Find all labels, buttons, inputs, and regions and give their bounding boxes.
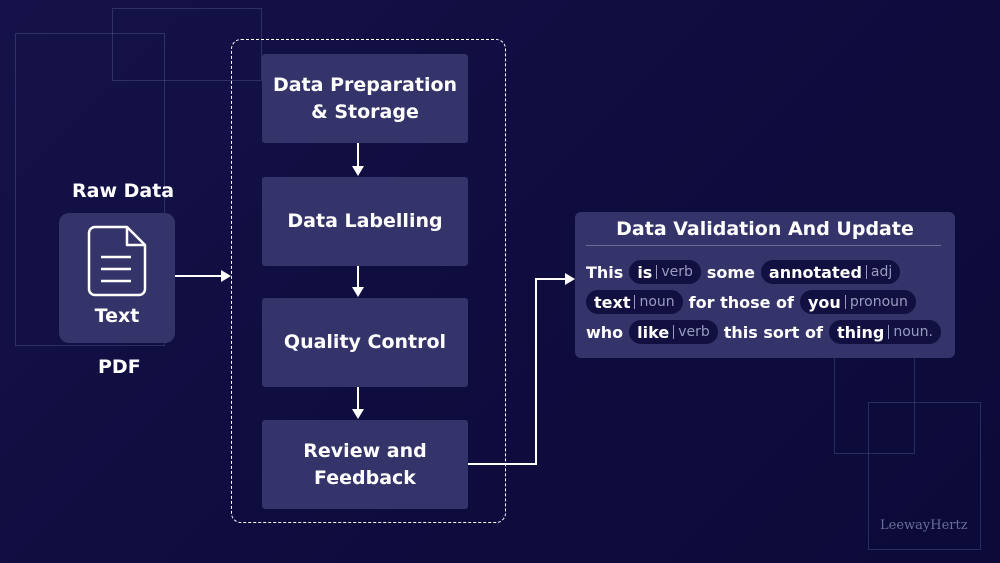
raw-data-card: Text <box>59 213 175 343</box>
arrowhead-step2 <box>352 166 364 176</box>
document-icon <box>87 225 147 297</box>
token-tag: verb <box>673 325 710 339</box>
arrowhead-step4 <box>352 409 364 419</box>
step-quality-control: Quality Control <box>262 298 468 387</box>
token-tag: noun. <box>888 325 933 339</box>
plain-word: This <box>586 262 624 282</box>
raw-data-label: Raw Data <box>72 180 175 202</box>
arrowhead-step3 <box>352 287 364 297</box>
validation-title: Data Validation And Update <box>616 218 914 240</box>
decor-rect-4 <box>868 402 981 550</box>
token-word: you <box>808 292 841 312</box>
step-data-labelling: Data Labelling <box>262 177 468 266</box>
plain-word: for those of <box>688 292 794 312</box>
arrowhead-raw <box>221 270 231 282</box>
token-tag: pronoun <box>844 295 908 309</box>
token-tag: adj <box>865 265 892 279</box>
decor-rect-1 <box>15 33 165 346</box>
decor-rect-2 <box>112 8 262 81</box>
validation-divider <box>586 245 941 246</box>
token-word: is <box>637 262 653 282</box>
arrowhead-validation <box>565 273 575 285</box>
step-data-preparation: Data Preparation & Storage <box>262 54 468 143</box>
token-word: text <box>594 292 631 312</box>
token-tag: noun <box>634 295 675 309</box>
watermark: LeewayHertz <box>880 518 968 533</box>
plain-word: who <box>586 322 624 342</box>
plain-word: some <box>706 262 755 282</box>
raw-data-card-label: Text <box>94 305 140 327</box>
plain-word: this sort of <box>723 322 823 342</box>
token-tag: verb <box>656 265 693 279</box>
token-word: like <box>637 322 670 342</box>
pipeline-container <box>231 39 506 523</box>
arrow-review-to-validation <box>468 278 566 465</box>
step-review-feedback: Review and Feedback <box>262 420 468 509</box>
pdf-label: PDF <box>98 356 141 378</box>
token-word: thing <box>836 322 885 342</box>
token-word: annotated <box>768 262 862 282</box>
